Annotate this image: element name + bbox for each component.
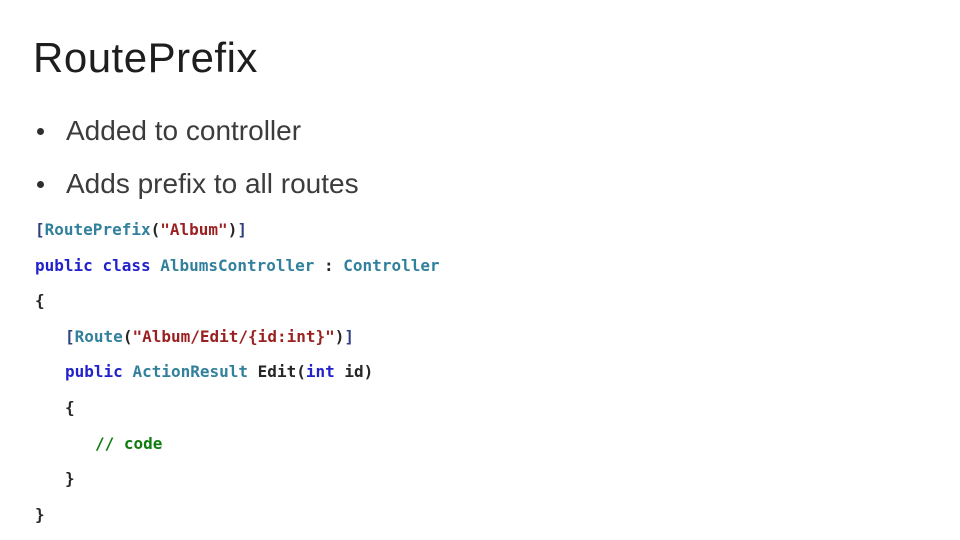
code-token-plain: ) [334, 326, 345, 346]
code-token-plain: ( [150, 220, 161, 239]
code-token-plain: ( [122, 326, 133, 346]
code-token-plain [123, 362, 133, 381]
code-token-comment: // code [95, 433, 163, 453]
code-token-type: Controller [343, 255, 440, 275]
code-token-plain: : [314, 255, 344, 275]
bullet-text: Adds prefix to all routes [66, 167, 359, 199]
code-line: public ActionResult Edit(int id) [35, 354, 440, 390]
code-token-keyword: public [35, 255, 93, 275]
code-line: // code [35, 426, 440, 462]
code-token-plain: } [35, 504, 45, 524]
code-token-keyword: class [102, 255, 151, 275]
code-line: public class AlbumsController : Controll… [35, 248, 440, 284]
code-token-plain: ) [227, 220, 238, 239]
code-token-type: RoutePrefix [44, 220, 151, 239]
code-token-plain: } [65, 469, 75, 489]
code-line: } [35, 497, 440, 533]
code-line: { [35, 390, 440, 426]
code-token-plain [151, 256, 161, 275]
bullet-item: Added to controller [33, 104, 359, 157]
code-token-string: "Album/Edit/{id:int}" [132, 326, 335, 346]
code-line: { [35, 283, 440, 319]
code-token-type: ActionResult [132, 362, 249, 382]
code-token-bracket: ] [344, 326, 355, 346]
bullet-list: Added to controller Adds prefix to all r… [33, 104, 359, 210]
code-token-plain: Edit( [257, 362, 306, 382]
code-token-keyword: int [305, 362, 335, 382]
code-token-plain: { [65, 397, 75, 417]
code-token-string: "Album" [160, 220, 228, 239]
code-token-type: AlbumsController [160, 255, 315, 275]
bullet-text: Added to controller [66, 114, 302, 146]
code-token-plain: { [35, 291, 45, 311]
code-block: [RoutePrefix("Album")]public class Album… [35, 212, 440, 532]
code-token-plain [93, 256, 103, 275]
code-token-plain: id) [334, 362, 374, 382]
page-title: RoutePrefix [33, 34, 258, 82]
code-token-type: Route [74, 326, 123, 346]
bullet-icon [37, 180, 44, 188]
code-token-bracket: [ [35, 220, 45, 239]
code-line: } [35, 461, 440, 497]
bullet-icon [37, 127, 44, 135]
code-token-bracket: ] [237, 220, 247, 239]
code-token-bracket: [ [65, 326, 75, 346]
code-line: [Route("Album/Edit/{id:int}")] [35, 319, 440, 355]
code-token-keyword: public [65, 362, 123, 382]
code-token-plain [248, 362, 258, 381]
bullet-item: Adds prefix to all routes [33, 157, 359, 210]
code-line: [RoutePrefix("Album")] [35, 212, 440, 248]
